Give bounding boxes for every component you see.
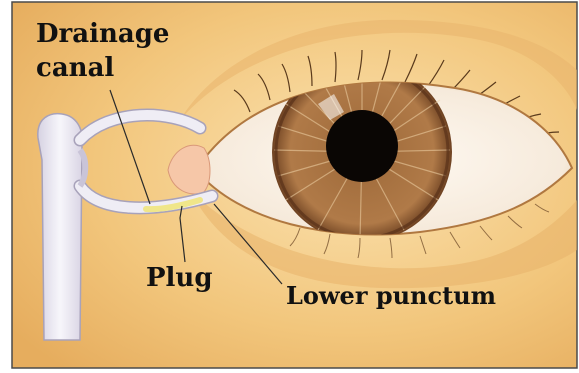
label-lower-punctum: Lower punctum xyxy=(286,281,496,310)
label-drainage-line2: canal xyxy=(36,53,114,83)
label-drainage-line1: Drainage xyxy=(36,19,169,49)
label-plug: Plug xyxy=(146,263,213,293)
pupil xyxy=(326,110,398,182)
